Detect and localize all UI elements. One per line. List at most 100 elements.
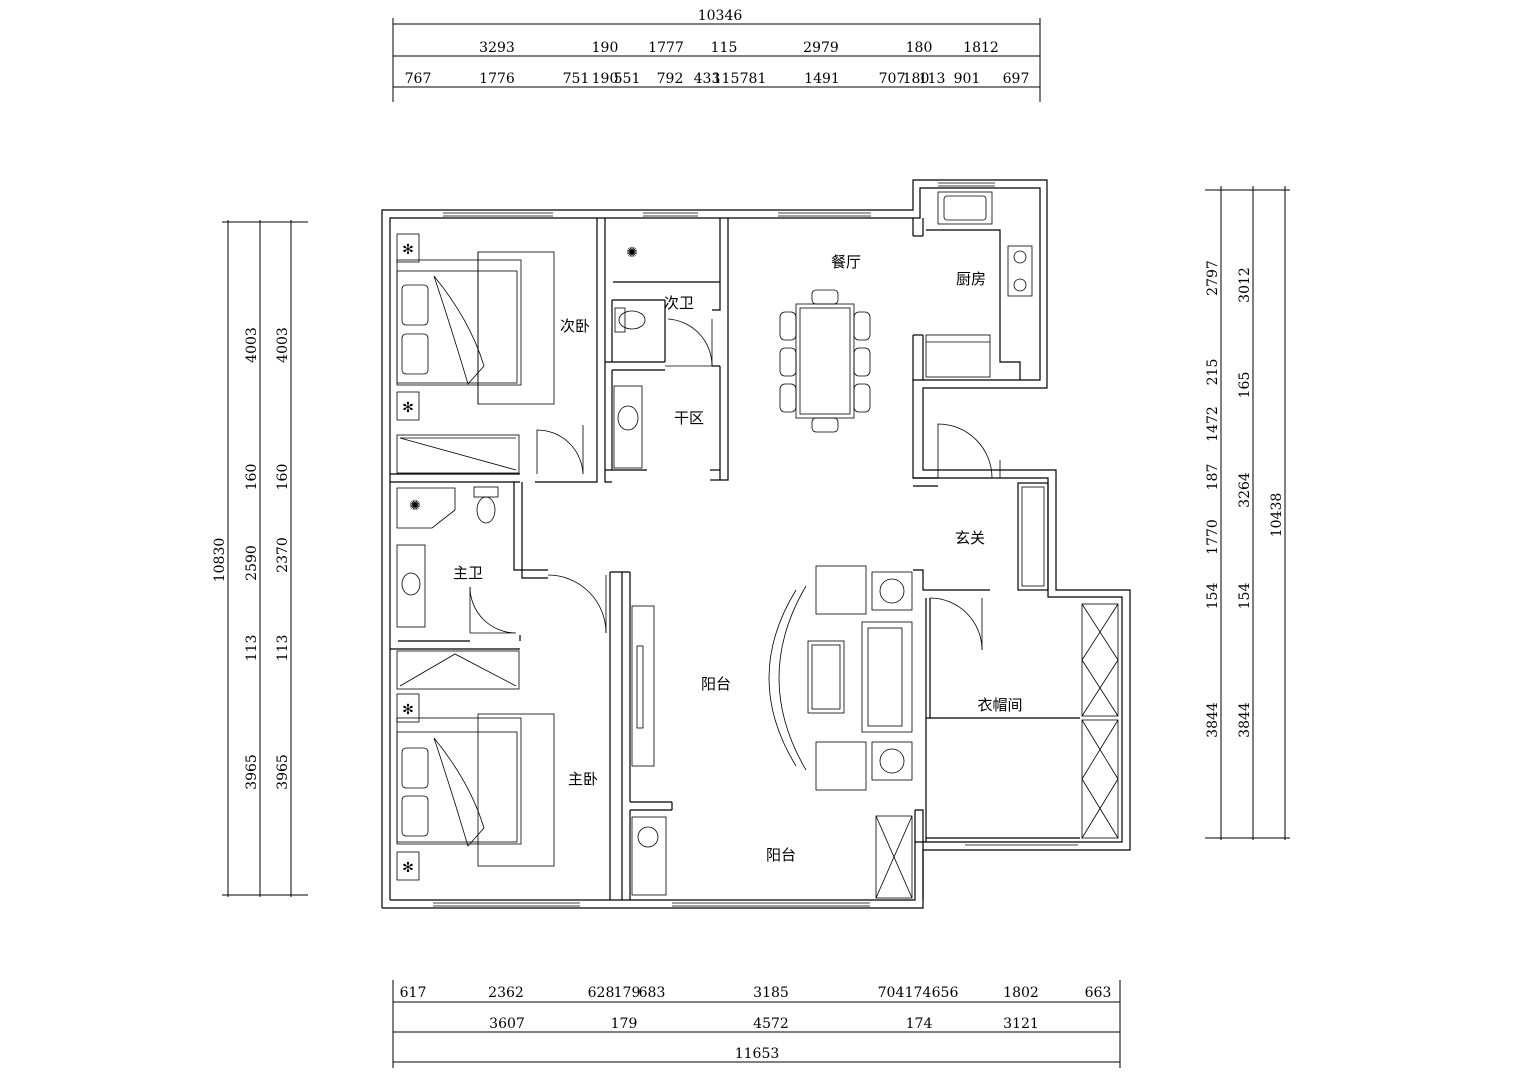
toilet-icon: [614, 307, 646, 333]
dim-right-1: 215: [1205, 359, 1221, 386]
dim-left-2: 113: [275, 635, 291, 662]
dim-left-2: 3965: [275, 754, 291, 790]
fridge-icon: [925, 334, 991, 378]
dim-top-1: 1777: [648, 40, 684, 56]
svg-text:✺: ✺: [409, 498, 421, 514]
room-label-master-bedroom: 主卧: [568, 770, 598, 788]
bed-icon: ✻ ✻: [396, 693, 555, 881]
furniture: ✻ ✻ ✻ ✻ ✺ ✺: [396, 191, 1119, 899]
dim-top-2: 767: [405, 71, 432, 87]
dim-left-1: 160: [244, 464, 260, 491]
dim-bottom-1: 656: [932, 985, 959, 1001]
dim-left-2: 4003: [275, 327, 291, 363]
sofa-icon: [768, 565, 913, 791]
dim-right-1: 1770: [1205, 519, 1221, 555]
dim-bottom-2: 179: [611, 1016, 638, 1032]
washer-icon: [631, 816, 667, 896]
dim-bottom-1: 1802: [1003, 985, 1039, 1001]
cloak-shelf: [1081, 719, 1119, 839]
dim-top-1: 1812: [963, 40, 999, 56]
bottom-dimensions: 617 2362 628 179 683 3185 704 174 656 18…: [392, 980, 1121, 1068]
bed-icon: ✻ ✻: [396, 233, 555, 421]
dim-right-total: 10438: [1269, 493, 1285, 538]
room-label-cloakroom: 衣帽间: [977, 696, 1022, 714]
sink-icon: [401, 572, 421, 596]
dim-top-2: 1491: [804, 71, 840, 87]
dim-top-2: 115: [713, 71, 740, 87]
room-label-second-bedroom: 次卧: [560, 317, 590, 335]
dim-right-2: 3844: [1237, 702, 1253, 738]
dim-top-2: 113: [919, 71, 946, 87]
svg-text:✻: ✻: [402, 242, 414, 258]
dim-right-1: 1472: [1205, 406, 1221, 442]
dim-top-2: 792: [657, 71, 684, 87]
right-dimensions: 2797 215 1472 187 1770 154 3844 3012 165…: [1205, 186, 1290, 840]
dim-bottom-1: 628: [588, 985, 615, 1001]
dim-right-1: 2797: [1205, 260, 1221, 296]
doors: [469, 318, 1001, 651]
vanity: [613, 385, 643, 469]
dim-top-1: 190: [592, 40, 619, 56]
dim-bottom-1: 617: [400, 985, 427, 1001]
left-dimensions: 10830 4003 160 2590 113 3965 4003 160 23…: [212, 220, 308, 897]
dim-right-2: 3264: [1237, 472, 1253, 508]
dim-right-2: 154: [1237, 583, 1253, 610]
room-label-second-bath: 次卫: [664, 294, 694, 312]
dim-bottom-1: 663: [1085, 985, 1112, 1001]
room-label-balcony: 阳台: [766, 846, 796, 864]
dim-right-2: 3012: [1237, 267, 1253, 303]
dim-left-total: 10830: [212, 538, 228, 583]
room-label-foyer: 玄关: [955, 529, 985, 547]
cloak-shelf: [1081, 603, 1119, 717]
wardrobe: [396, 650, 520, 690]
storage-cabinet: [875, 815, 913, 899]
dim-top-2: 433: [694, 71, 721, 87]
room-labels: 次卧 次卫 干区 餐厅 厨房 玄关 主卫 阳台 衣帽间 主卧 阳台: [453, 253, 1023, 864]
dim-bottom-2: 3607: [489, 1016, 525, 1032]
dim-bottom-1: 3185: [753, 985, 789, 1001]
dim-top-2: 180: [903, 71, 930, 87]
dim-bottom-2: 4572: [753, 1016, 789, 1032]
dim-right-1: 3844: [1205, 702, 1221, 738]
dim-right-2: 165: [1237, 372, 1253, 399]
svg-text:✺: ✺: [626, 245, 638, 261]
dim-left-2: 160: [275, 464, 291, 491]
room-label-balcony: 阳台: [701, 675, 731, 693]
toilet-icon: [473, 486, 499, 524]
svg-text:✻: ✻: [402, 702, 414, 718]
dim-bottom-total: 11653: [735, 1046, 780, 1062]
dim-right-1: 187: [1205, 464, 1221, 491]
dim-bottom-1: 704: [878, 985, 905, 1001]
dim-top-2: 707: [879, 71, 906, 87]
dim-bottom-1: 179: [614, 985, 641, 1001]
dim-top-total: 10346: [698, 8, 743, 24]
kitchen-sink-icon: [937, 191, 993, 225]
dim-top-2: 190: [592, 71, 619, 87]
room-label-kitchen: 厨房: [956, 270, 986, 288]
dim-top-1: 115: [711, 40, 738, 56]
svg-text:✻: ✻: [402, 860, 414, 876]
vanity: [396, 544, 426, 628]
shower-corner: [396, 487, 456, 529]
dim-bottom-2: 174: [906, 1016, 933, 1032]
room-label-master-bath: 主卫: [453, 564, 483, 582]
dim-left-1: 113: [244, 635, 260, 662]
dim-top-1: 3293: [479, 40, 515, 56]
wardrobe: [396, 434, 520, 474]
dim-left-1: 4003: [244, 327, 260, 363]
dim-top-1: 180: [906, 40, 933, 56]
dim-top-2: 751: [563, 71, 590, 87]
sink-icon: [617, 405, 639, 431]
walls: [381, 179, 1131, 909]
room-label-dry-area: 干区: [674, 409, 704, 427]
dim-top-2: 901: [954, 71, 981, 87]
dim-left-1: 3965: [244, 754, 260, 790]
svg-text:✻: ✻: [402, 400, 414, 416]
dim-top-2: 551: [614, 71, 641, 87]
dim-bottom-1: 174: [905, 985, 932, 1001]
dim-bottom-1: 683: [639, 985, 666, 1001]
dim-top-2: 1776: [479, 71, 515, 87]
dim-top-1: 2979: [803, 40, 839, 56]
dim-bottom-1: 2362: [488, 985, 524, 1001]
